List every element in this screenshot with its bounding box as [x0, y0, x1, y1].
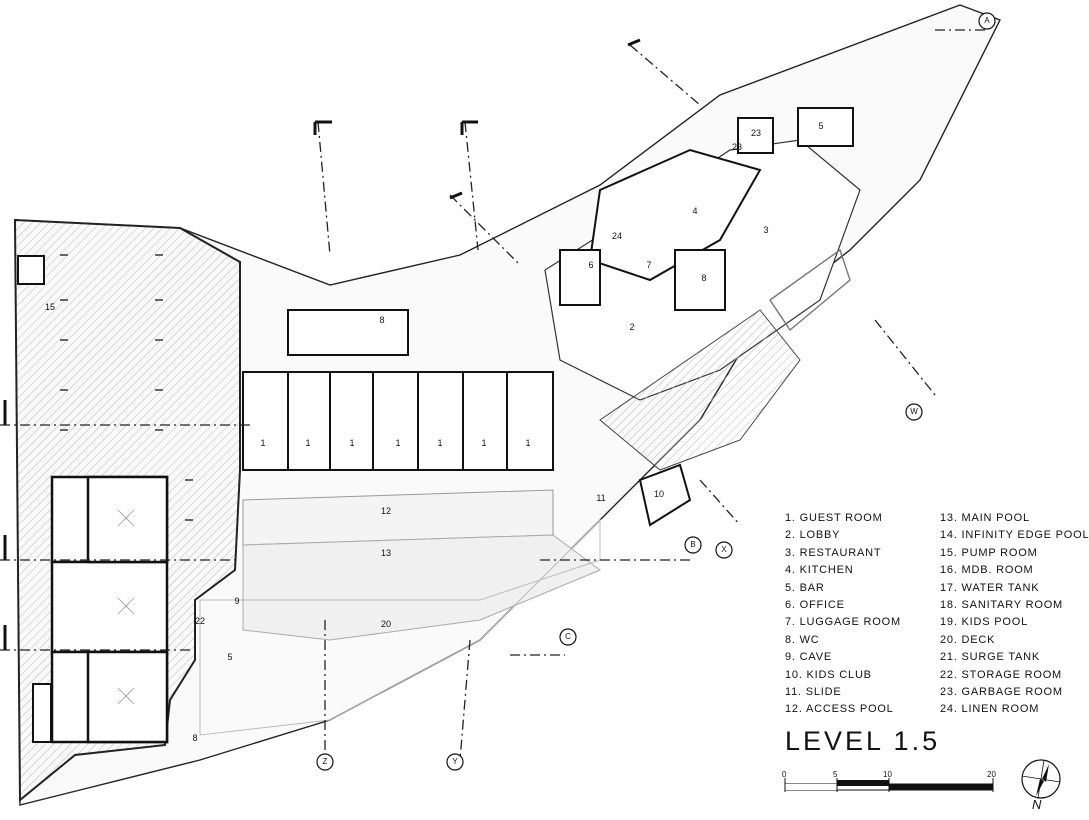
legend-item: 12. ACCESS POOL: [785, 703, 894, 716]
guest-room-walls: [287, 372, 508, 470]
legend-item: 5. BAR: [785, 581, 825, 594]
scale-label: 10: [883, 770, 892, 779]
svg-text:Z: Z: [323, 757, 328, 766]
room-label: 22: [195, 616, 205, 626]
legend-item: 10. KIDS CLUB: [785, 668, 872, 681]
section-marker-b: B: [684, 536, 702, 554]
room-label: 20: [381, 619, 391, 629]
room-label: 6: [588, 260, 593, 270]
room-label: 13: [381, 548, 391, 558]
room-label: 1: [395, 438, 400, 448]
section-marker-a: A: [978, 12, 996, 30]
room-label: 24: [612, 231, 622, 241]
legend-left: 1. GUEST ROOM 2. LOBBY 3. RESTAURANT 4. …: [785, 510, 901, 719]
room-label: 10: [654, 489, 664, 499]
section-marker-z: Z: [316, 753, 334, 771]
room-label: 1: [260, 438, 265, 448]
room-label: 15: [45, 302, 55, 312]
room-label: 1: [437, 438, 442, 448]
scale-label: 20: [987, 770, 996, 779]
guest-room-band: [242, 371, 554, 471]
kids-pool: [769, 248, 851, 332]
room-label: 8: [379, 315, 384, 325]
garbage-room: [737, 117, 774, 154]
room-label: 4: [692, 206, 697, 216]
legend-item: 8. WC: [785, 633, 820, 646]
kids-club: [638, 463, 692, 527]
legend-item: 4. KITCHEN: [785, 564, 854, 577]
room-label: 2: [629, 322, 634, 332]
svg-text:X: X: [721, 545, 727, 554]
scale-bar: [784, 778, 994, 792]
legend-item: 14. INFINITY EDGE POOL: [940, 529, 1089, 542]
legend-item: 20. DECK: [940, 633, 996, 646]
room-label: 1: [349, 438, 354, 448]
room-label: 11: [596, 493, 605, 503]
legend-item: 3. RESTAURANT: [785, 546, 882, 559]
room-label: 7: [646, 260, 651, 270]
room-label: 8: [701, 273, 706, 283]
legend-item: 23. GARBAGE ROOM: [940, 685, 1063, 698]
legend-item: 17. WATER TANK: [940, 581, 1040, 594]
svg-text:Y: Y: [452, 757, 458, 766]
level-title: LEVEL 1.5: [785, 726, 941, 756]
legend-item: 11. SLIDE: [785, 685, 842, 698]
wc-core: [674, 249, 726, 311]
legend-item: 1. GUEST ROOM: [785, 512, 883, 524]
legend-item: 16. MDB. ROOM: [940, 564, 1034, 577]
service-core: [287, 309, 409, 356]
legend-item: 19. KIDS POOL: [940, 616, 1029, 629]
legend-item: 18. SANITARY ROOM: [940, 598, 1064, 611]
pump-room-marks: [60, 254, 193, 521]
pump-room-square: [17, 255, 45, 285]
legend-item: 6. OFFICE: [785, 598, 845, 611]
room-label: 3: [763, 225, 768, 235]
section-marker-w: W: [905, 403, 923, 421]
tank-crosses: [117, 509, 135, 705]
section-marker-x: X: [715, 541, 733, 559]
room-label: 9: [234, 596, 239, 606]
room-labels: 15 1 1 1 1 1 1 1 12 13 20 11 10 9 22 5 8…: [45, 121, 824, 743]
deck: [199, 518, 601, 736]
svg-text:B: B: [690, 540, 695, 549]
north-arrow-icon: [1021, 759, 1061, 799]
infinity-pool: [599, 309, 801, 471]
stair-left: [32, 683, 52, 743]
legend-item: 15. PUMP ROOM: [940, 546, 1038, 559]
room-label: 23: [732, 142, 742, 152]
room-label: 12: [381, 506, 391, 516]
room-label: 8: [192, 733, 197, 743]
water-tanks: [50, 475, 169, 744]
north-label: N: [1032, 797, 1042, 812]
svg-text:W: W: [910, 407, 918, 416]
legend-item: 22. STORAGE ROOM: [940, 668, 1063, 681]
scale-label: 5: [833, 770, 838, 779]
room-label: 1: [481, 438, 486, 448]
legend-item: 7. LUGGAGE ROOM: [785, 616, 901, 629]
section-marker-y: Y: [446, 753, 464, 771]
main-pool: [242, 534, 602, 641]
room-label: 23: [751, 128, 761, 138]
room-label: 1: [525, 438, 530, 448]
svg-text:A: A: [984, 16, 990, 25]
room-label: 1: [305, 438, 310, 448]
section-ticks: [3, 38, 641, 650]
legend-item: 13. MAIN POOL: [940, 512, 1030, 524]
section-marker-c: C: [559, 628, 577, 646]
scale-label: 0: [782, 770, 787, 779]
legend-right: 13. MAIN POOL 14. INFINITY EDGE POOL 15.…: [940, 510, 1089, 719]
legend-item: 21. SURGE TANK: [940, 651, 1041, 664]
legend-item: 9. CAVE: [785, 651, 832, 664]
room-label: 5: [818, 121, 823, 131]
bar-counter: [797, 107, 854, 147]
office-room: [559, 249, 601, 306]
svg-text:C: C: [565, 632, 571, 641]
room-label: 5: [227, 652, 232, 662]
section-lines: [0, 29, 985, 761]
legend-item: 24. LINEN ROOM: [940, 703, 1040, 716]
legend-item: 2. LOBBY: [785, 529, 841, 542]
